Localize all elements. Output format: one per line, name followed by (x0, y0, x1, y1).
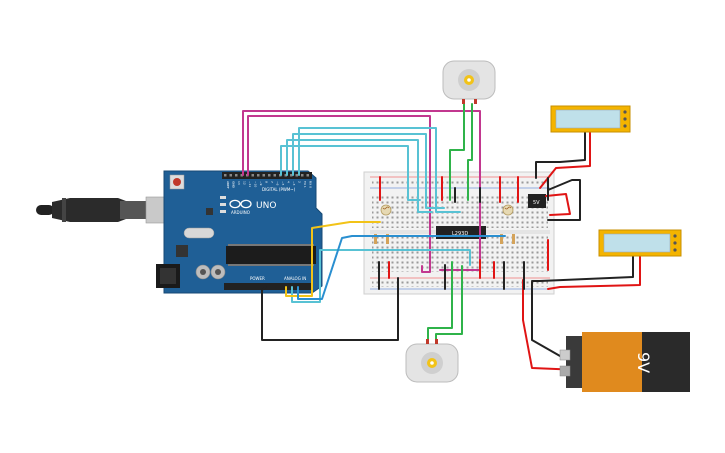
wire-black-lcd2 (531, 252, 634, 282)
digital-pin-12: ~3 (292, 181, 296, 186)
wire-cyan-1 (280, 145, 421, 201)
digital-pin-11: 4 (287, 181, 291, 183)
digital-pin-13: 2 (298, 181, 302, 183)
reset-button-icon[interactable] (169, 174, 185, 190)
wire-red-batt (522, 279, 581, 371)
digital-pin-8: 7 (270, 181, 274, 183)
battery-9v-icon: 9V (559, 332, 690, 392)
chip-label: L293D (452, 231, 468, 237)
power-jack-icon (156, 264, 180, 288)
lcd-panel-icon (550, 105, 631, 133)
digital-pin-label: DIGITAL (PWM~) (262, 187, 296, 192)
digital-pin-10: ~5 (281, 181, 285, 186)
wire-cyan-3 (292, 133, 445, 209)
usb-cable-icon (36, 196, 174, 224)
digital-pin-1: GND (232, 181, 236, 189)
power-pin-label: POWER (250, 276, 265, 281)
wire-magenta-1 (242, 110, 481, 271)
digital-pin-14: TX 1 (303, 180, 307, 188)
board-model: UNO (256, 201, 276, 211)
dc-motor-icon (442, 60, 496, 104)
wire-blue (297, 235, 506, 300)
wire-cyan-4 (298, 127, 461, 213)
board-brand: ARDUINO (231, 210, 250, 215)
wire-cyan-2 (286, 139, 433, 213)
dc-motor-icon (405, 339, 459, 383)
wire-black-gnd (261, 277, 399, 341)
wire-green-m2b (435, 265, 463, 342)
digital-pin-6: ~9 (259, 181, 263, 186)
arduino-uno-board: DIGITAL (PWM~) UNO ARDUINO (156, 170, 323, 294)
photoresistor-icon (380, 204, 514, 216)
digital-pin-5: ~10 (254, 181, 258, 187)
wire-black-loop (547, 179, 581, 221)
digital-pin-2: 13 (237, 181, 241, 185)
resistor-icon (374, 234, 515, 244)
wire-green-m2a (427, 261, 453, 342)
digital-pin-9: ~6 (276, 181, 280, 186)
wire-magenta-2 (247, 115, 431, 273)
digital-pin-0: AREF (226, 181, 230, 189)
analog-pin-label: ANALOG IN (284, 276, 306, 281)
digital-pin-15: RX 0 (309, 181, 313, 188)
motor-driver-chip: L293D (436, 226, 486, 239)
digital-pin-4: ~11 (248, 181, 252, 187)
wire-red-loop (545, 193, 571, 216)
digital-pin-3: 12 (243, 181, 247, 185)
lcd-panel-icon (598, 229, 682, 257)
wire-cyan-5 (291, 249, 471, 303)
wire-green-m1b (467, 103, 473, 201)
arduino-logo-icon (229, 199, 252, 209)
regulator-label: 5V (533, 200, 540, 206)
wire-green-m1a (449, 103, 465, 201)
wire-red-lcd2 (547, 252, 641, 290)
voltage-regulator: 5V (528, 194, 546, 208)
battery-label: 9V (634, 352, 653, 373)
digital-pin-7: 8 (265, 181, 269, 183)
wire-yellow (285, 221, 381, 297)
wire-black-lcd1 (535, 127, 586, 179)
wiring (242, 103, 641, 371)
